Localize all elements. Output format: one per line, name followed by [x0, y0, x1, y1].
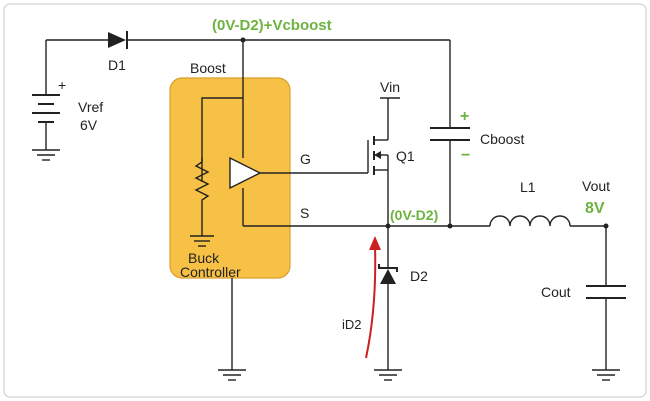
cboost-plus-sign: +	[460, 108, 469, 125]
ground-symbol-controller	[218, 369, 246, 381]
ground-symbol-internal	[190, 235, 214, 247]
controller-label: Controller	[180, 264, 241, 280]
d1-diode-symbol	[108, 31, 128, 49]
vref-battery	[32, 40, 60, 150]
boost-node-label: (0V-D2)+Vcboost	[212, 17, 332, 34]
junction-dot-cboost	[447, 223, 453, 229]
buck-label: Buck	[188, 250, 220, 266]
outer-frame	[3, 3, 647, 398]
junction-dot-switch	[385, 223, 391, 229]
cboost-minus-sign: −	[461, 147, 470, 164]
resistor-top-wire	[201, 97, 243, 182]
junction-dot-boost	[240, 37, 246, 43]
switch-node-label: (0V-D2)	[390, 207, 438, 223]
ground-symbol-d2	[374, 369, 402, 381]
internal-resistor-symbol	[194, 158, 210, 204]
vref-value: 6V	[80, 117, 98, 133]
q1-label: Q1	[396, 148, 415, 164]
cout-label: Cout	[541, 284, 571, 300]
g-pin-label: G	[300, 151, 311, 167]
id2-current-arrow	[365, 245, 377, 359]
s-pin-label: S	[300, 205, 309, 221]
junction-dot-vout	[603, 223, 609, 229]
ground-symbol-battery	[32, 149, 60, 161]
q1-mosfet-symbol	[367, 136, 389, 175]
d2-label: D2	[410, 268, 428, 284]
vref-label: Vref	[78, 99, 103, 115]
l1-label: L1	[520, 179, 536, 195]
boost-pin-label: Boost	[190, 60, 226, 76]
vout-label: Vout	[582, 178, 610, 194]
d1-label: D1	[108, 57, 126, 73]
ground-symbol-cout	[592, 369, 620, 381]
cboost-label: Cboost	[480, 131, 524, 147]
vref-plus-sign: +	[58, 77, 66, 93]
vout-value: 8V	[585, 200, 605, 217]
vin-label: Vin	[380, 79, 400, 95]
id2-label: iD2	[342, 317, 362, 332]
id2-arrow-head-icon	[369, 236, 381, 250]
gate-driver-triangle-icon	[229, 156, 262, 190]
d2-diode-symbol	[378, 264, 398, 284]
l1-inductor-symbol	[489, 215, 571, 227]
